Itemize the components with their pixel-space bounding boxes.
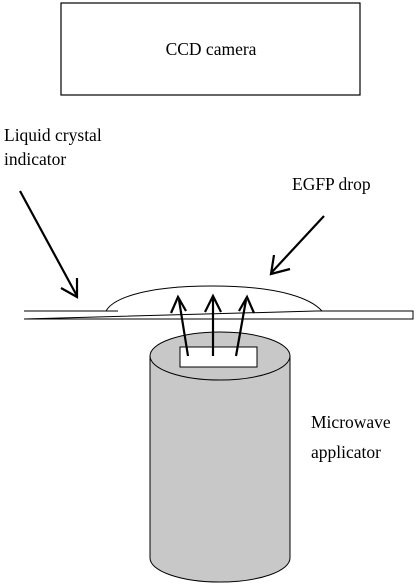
liquid-crystal-plate (23, 310, 414, 320)
applicator-body (149, 355, 291, 583)
indicator-pointer-arrow (19, 190, 79, 299)
liquid-crystal-indicator-label-line1: Liquid crystal (4, 125, 102, 145)
applicator-window (179, 346, 258, 368)
liquid-crystal-indicator-label-line2: indicator (4, 149, 66, 169)
emission-arrow-center (204, 293, 222, 356)
ccd-camera-label: CCD camera (166, 39, 257, 59)
emission-arrows (169, 293, 256, 357)
microwave-applicator-label-line1: Microwave (311, 412, 391, 432)
emission-arrow-right (234, 294, 256, 357)
ccd-camera-box (60, 2, 361, 96)
egfp-drop-label: EGFP drop (292, 174, 371, 194)
emission-arrow-left (169, 294, 190, 357)
microwave-applicator-label-line2: applicator (311, 442, 381, 462)
microwave-applicator (149, 331, 291, 583)
drop-pointer-arrow (269, 215, 325, 276)
egfp-drop (105, 285, 323, 312)
